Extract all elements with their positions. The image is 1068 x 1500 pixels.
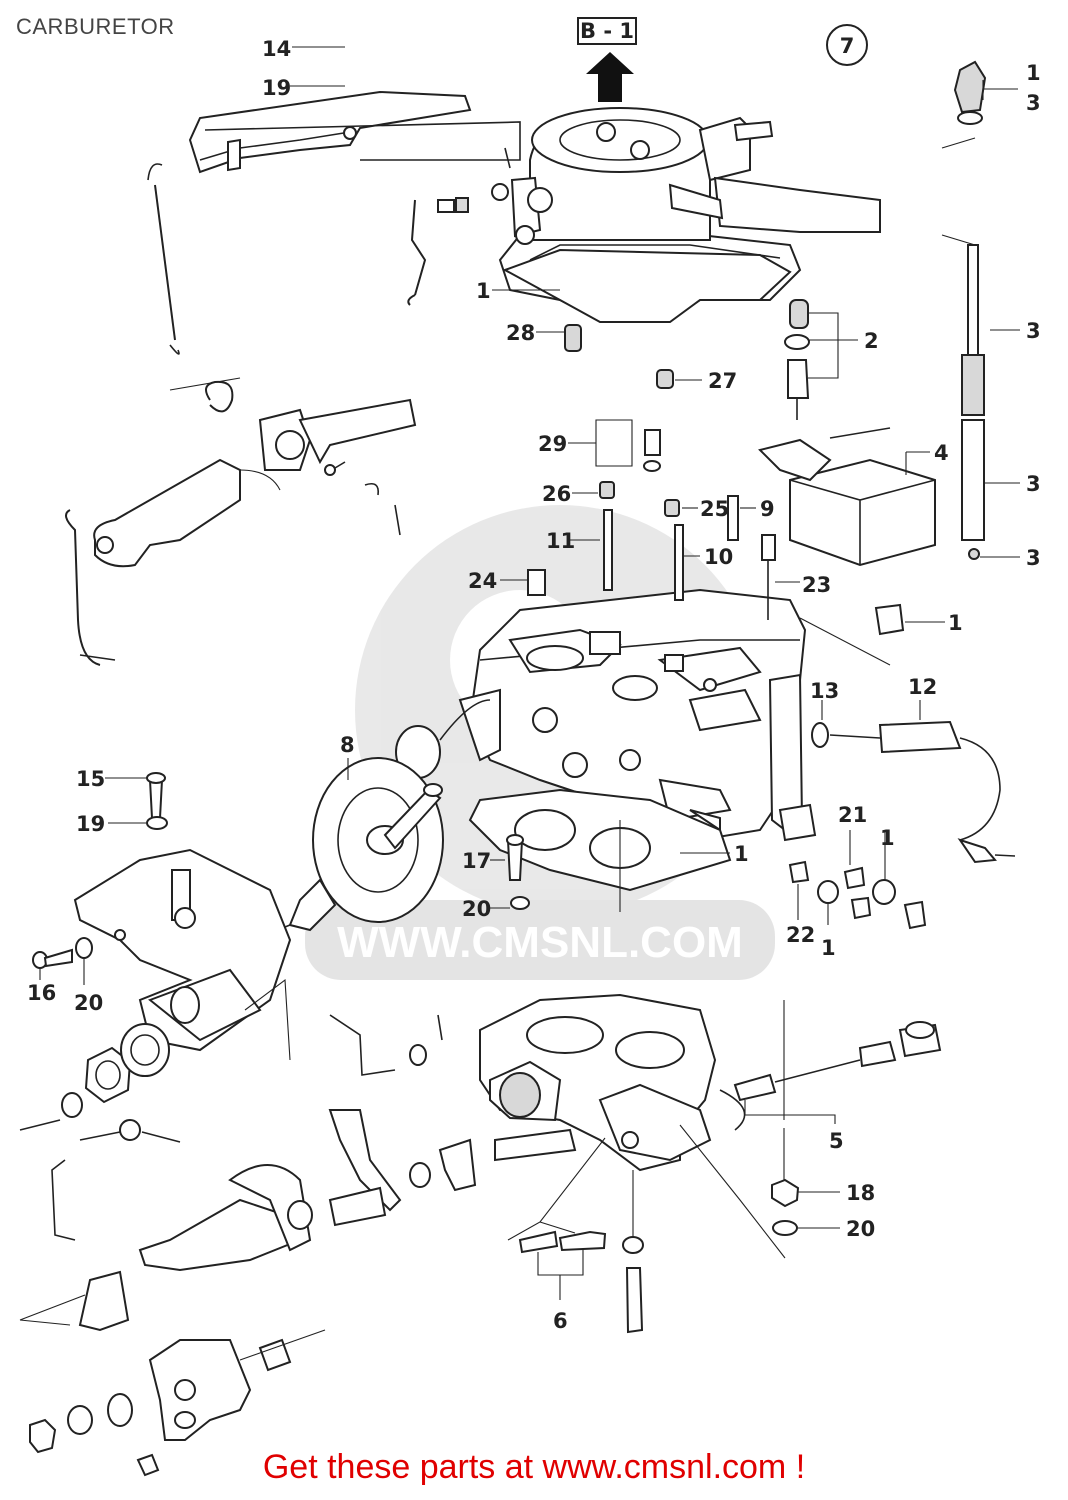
callout-3: 3: [1026, 472, 1041, 496]
top-gasket: [502, 248, 792, 323]
screws-left: [32, 772, 168, 969]
misc-small-parts: [506, 429, 927, 930]
throttle-body: [479, 993, 746, 1172]
section-number: 7: [840, 34, 855, 58]
callout-14: 14: [262, 37, 291, 61]
choke-lever-assembly: [147, 90, 521, 355]
fast-idle-lever-assembly: [65, 377, 417, 666]
callout-3: 3: [1026, 546, 1041, 570]
callout-3: 3: [1026, 91, 1041, 115]
callout-1: 1: [880, 826, 895, 850]
accelerator-pump-plunger: [941, 234, 985, 560]
section-circle: [826, 24, 868, 66]
callout-21: 21: [838, 803, 867, 827]
callout-20: 20: [74, 991, 103, 1015]
callout-11: 11: [546, 529, 575, 553]
ref-box-label: B - 1: [580, 19, 634, 43]
callout-10: 10: [704, 545, 733, 569]
fuel-cut-solenoid: [811, 720, 1016, 864]
callout-25: 25: [700, 497, 729, 521]
callout-29: 29: [538, 432, 567, 456]
nuts-washers-left: [19, 1023, 181, 1143]
callout-19: 19: [76, 812, 105, 836]
callout-24: 24: [468, 569, 497, 593]
callout-20: 20: [462, 897, 491, 921]
callout-4: 4: [934, 441, 949, 465]
reference-indicator: B - 1 7: [577, 17, 868, 102]
callout-1: 1: [1026, 61, 1041, 85]
callout-2: 2: [864, 329, 879, 353]
callout-labels: 14 19 1 3 1 28 2 3 27 29 4 3 26 25 9 11 …: [27, 37, 1041, 1333]
nut-washer-right: [771, 1178, 800, 1236]
callout-8: 8: [340, 733, 355, 757]
jet-parts-upper: [564, 60, 987, 420]
callout-1: 1: [734, 842, 749, 866]
watermark-text: WWW.CMSNL.COM: [337, 918, 743, 967]
callout-23: 23: [802, 573, 831, 597]
callout-12: 12: [908, 675, 937, 699]
callout-20: 20: [846, 1217, 875, 1241]
callout-19: 19: [262, 76, 291, 100]
callout-6: 6: [553, 1309, 568, 1333]
callout-1: 1: [821, 936, 836, 960]
mixture-screws: [518, 1230, 644, 1334]
callout-5: 5: [829, 1129, 844, 1153]
lower-small-parts: [19, 1270, 326, 1477]
callout-13: 13: [810, 679, 839, 703]
callout-26: 26: [542, 482, 571, 506]
ref-box: [577, 17, 637, 45]
leader-lines: [39, 46, 1020, 1300]
throttle-body-gasket: [468, 788, 732, 912]
callout-16: 16: [27, 981, 56, 1005]
callout-15: 15: [76, 767, 105, 791]
callout-22: 22: [786, 923, 815, 947]
return-spring-icon: [147, 163, 180, 355]
footer-link[interactable]: Get these parts at www.cmsnl.com !: [262, 1448, 806, 1486]
callout-17: 17: [462, 849, 491, 873]
diagram-title: CARBURETOR: [16, 14, 175, 39]
callout-18: 18: [846, 1181, 875, 1205]
vacuum-diaphragm: [239, 699, 491, 946]
float: [758, 427, 936, 567]
callout-1: 1: [948, 611, 963, 635]
callout-27: 27: [708, 369, 737, 393]
idle-adjust-screw: [733, 1021, 942, 1102]
callout-1: 1: [476, 279, 491, 303]
callout-3: 3: [1026, 319, 1041, 343]
throttle-linkage: [51, 1014, 477, 1272]
callout-28: 28: [506, 321, 535, 345]
up-arrow-icon: [586, 52, 634, 102]
callout-9: 9: [760, 497, 775, 521]
carburetor-main-body: [458, 588, 817, 842]
diaphragm-bracket: [73, 848, 292, 1061]
